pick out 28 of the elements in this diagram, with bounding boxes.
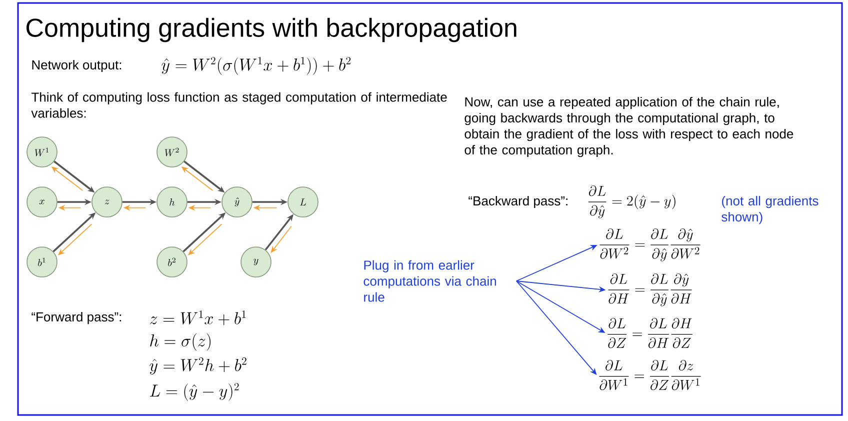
equation: $h = \sigma(z)$ [150, 333, 211, 351]
equation: $\frac{\partial L}{\partial W^1} = \frac{\partial L}{\partial Z}\frac{\partial z}{\partial W^1}$ [599, 360, 701, 390]
text: Now, can use a repeated application of the chain rule, going backwards through the computational graph, to obtain the gradient of the loss with respect to each node of the computation graph. [464, 96, 794, 158]
graph-node: $W^1$ [26, 136, 58, 168]
equation: $L = (\hat{y}-y)^2$ [150, 382, 239, 401]
graph-node: $b^2$ [156, 246, 188, 278]
callout-text: Plug in from earlier computations via chain rule [364, 260, 496, 302]
equation: $\hat{y} = W^2h+b^2$ [150, 357, 246, 375]
graph-node: $z$ [92, 186, 122, 218]
graph-node: $L$ [288, 186, 318, 218]
graph-node: $y$ [240, 246, 272, 278]
text: Network output: [32, 60, 122, 72]
text: Think of computing loss function as staged computation of intermediate variables: [31, 92, 447, 118]
equation: $z = W^1x+b^1$ [150, 310, 246, 326]
graph-node: $x$ [26, 186, 58, 218]
graph-node: $b^1$ [26, 246, 58, 278]
title: Computing gradients with backpropagation [26, 18, 516, 42]
text: “Forward pass”: [32, 312, 122, 324]
graph-node: $W^2$ [156, 136, 188, 168]
graph-node: $h$ [156, 186, 188, 218]
equation: $\frac{\partial L}{\partial H} = \frac{\partial L}{\partial \hat{y}}\frac{\partial \hat{y}}{\partial H}$ [608, 274, 692, 306]
text: (not all gradients shown) [722, 196, 818, 224]
equation: $\hat{y} = W^2(\sigma(W^1x+b^1))+b^2$ [162, 56, 351, 75]
graph-node: $\hat{y}$ [222, 186, 252, 218]
equation: $\frac{\partial L}{\partial W^2} = \frac{\partial L}{\partial \hat{y}}\frac{\partial \hat{y}}{\partial W^2}$ [600, 228, 700, 262]
equation: $\frac{\partial L}{\partial \hat{y}} = 2(\hat{y}-y)$ [588, 186, 676, 218]
equation: $\frac{\partial L}{\partial Z} = \frac{\partial L}{\partial H}\frac{\partial H}{\partial Z}$ [608, 318, 692, 348]
text: “Backward pass”: [468, 196, 568, 208]
